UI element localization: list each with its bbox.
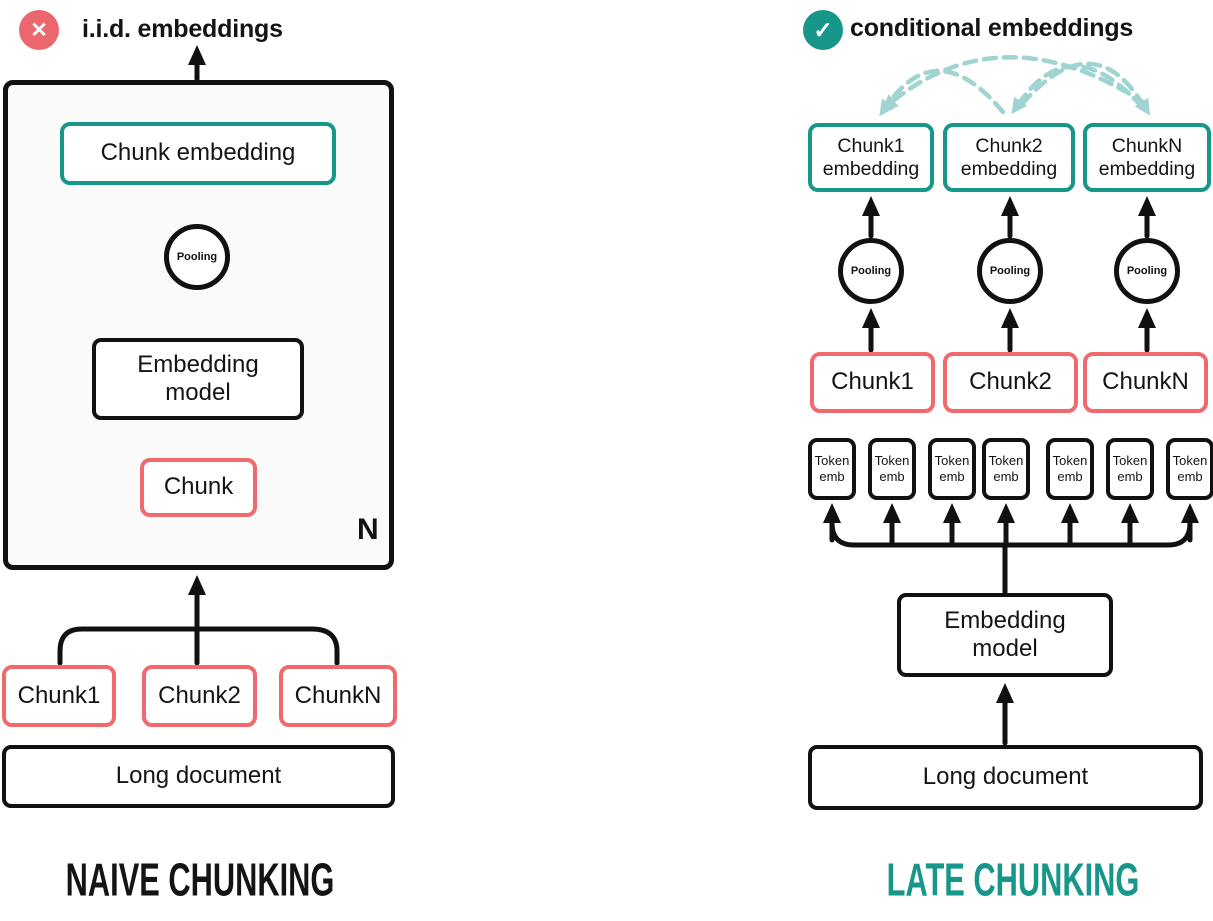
chunk1-box-right: Chunk1 bbox=[810, 352, 935, 413]
token-emb-box-5: Token emb bbox=[1046, 438, 1094, 500]
pooling-node-2: Pooling bbox=[977, 238, 1043, 304]
token-fan-bracket bbox=[829, 520, 1193, 548]
long-document-box-left: Long document bbox=[2, 745, 395, 808]
error-icon: ✕ bbox=[19, 10, 59, 50]
token-emb-box-6: Token emb bbox=[1106, 438, 1154, 500]
check-icon-glyph: ✓ bbox=[813, 16, 833, 43]
chunk-embedding-box: Chunk embedding bbox=[60, 122, 336, 185]
arc-chunk2-to-chunk1 bbox=[879, 68, 1006, 117]
token-emb-box-3: Token emb bbox=[928, 438, 976, 500]
chunkN-embedding-box: ChunkN embedding bbox=[1083, 123, 1211, 192]
chunkN-box-right: ChunkN bbox=[1083, 352, 1208, 413]
arc-chunk2-to-chunkN bbox=[1019, 61, 1151, 116]
chunk2-box-right: Chunk2 bbox=[943, 352, 1078, 413]
chunk2-box-left: Chunk2 bbox=[142, 665, 257, 727]
conditional-arcs bbox=[879, 55, 1151, 117]
pooling-node-left: Pooling bbox=[164, 224, 230, 290]
token-emb-box-1: Token emb bbox=[808, 438, 856, 500]
left-header: i.i.d. embeddings bbox=[82, 15, 283, 43]
naive-chunking-title: NAIVE CHUNKING bbox=[65, 854, 335, 907]
pooling-node-3: Pooling bbox=[1114, 238, 1180, 304]
chunk1-embedding-box: Chunk1 embedding bbox=[808, 123, 934, 192]
right-header: conditional embeddings bbox=[850, 14, 1134, 42]
token-emb-box-4: Token emb bbox=[982, 438, 1030, 500]
embedding-model-box-right: Embedding model bbox=[897, 593, 1113, 677]
token-emb-box-7: Token emb bbox=[1166, 438, 1213, 500]
chunk2-embedding-box: Chunk2 embedding bbox=[943, 123, 1075, 192]
embedding-model-box-left: Embedding model bbox=[92, 338, 304, 420]
error-icon-glyph: ✕ bbox=[30, 18, 48, 42]
check-icon: ✓ bbox=[803, 10, 843, 50]
repeat-count-label: N bbox=[357, 513, 379, 546]
chunkN-box-left: ChunkN bbox=[279, 665, 397, 727]
token-emb-box-2: Token emb bbox=[868, 438, 916, 500]
chunk-box: Chunk bbox=[140, 458, 257, 517]
chunk1-box-left: Chunk1 bbox=[2, 665, 116, 727]
pooling-node-1: Pooling bbox=[838, 238, 904, 304]
fan-bracket-left bbox=[57, 626, 340, 666]
right-arrows bbox=[823, 196, 1199, 746]
late-chunking-title: LATE CHUNKING bbox=[886, 854, 1140, 907]
long-document-box-right: Long document bbox=[808, 745, 1203, 810]
arc-chunkN-to-chunk1 bbox=[881, 55, 1149, 111]
